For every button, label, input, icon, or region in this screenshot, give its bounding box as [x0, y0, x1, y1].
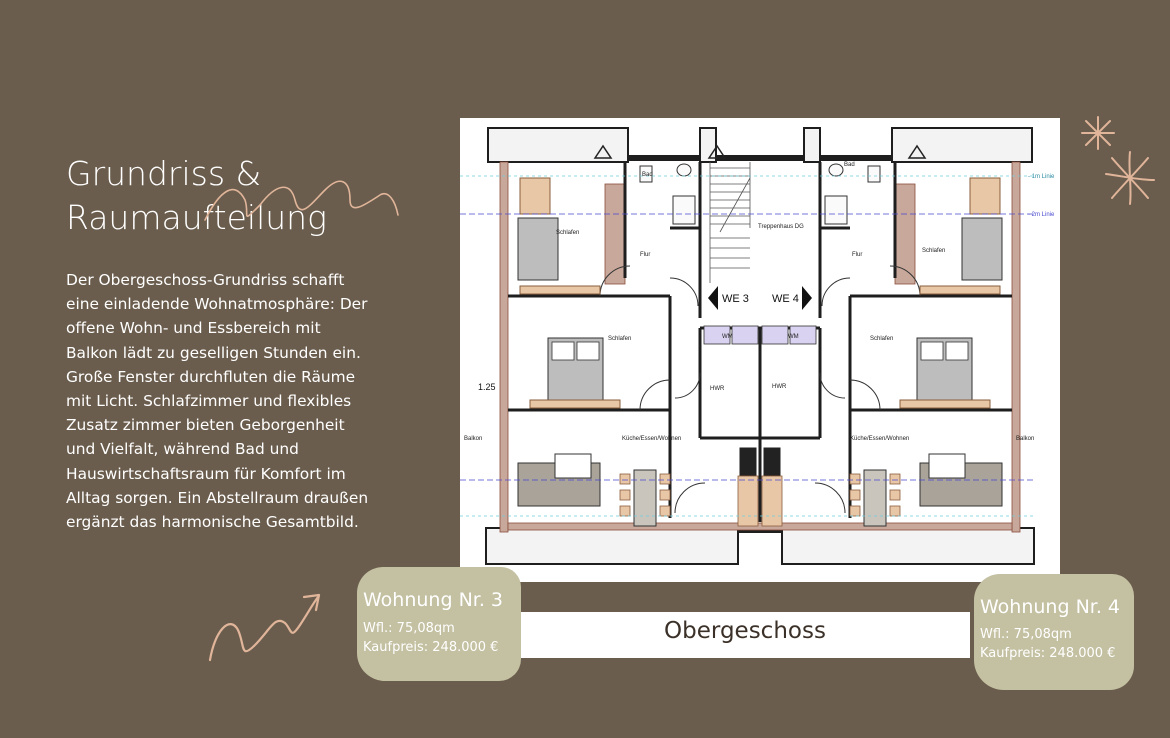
line-label: - 2m Linie	[1028, 212, 1055, 218]
page-title: Grundriss & Raumaufteilung	[66, 152, 327, 240]
line-label: - 1m Linie	[1028, 174, 1055, 180]
room-label: HWR	[710, 386, 725, 392]
description-text: Der Obergeschoss-Grundriss schafft eine …	[66, 271, 369, 532]
unit-price: Kaufpreis: 248.000 €	[363, 640, 499, 655]
room-label: Bad	[844, 162, 855, 168]
decorative-arrow	[208, 593, 321, 662]
unit-label-we4: WE 4	[772, 293, 799, 305]
room-label: HWR	[772, 384, 787, 390]
unit-name: Wohnung Nr. 4	[980, 596, 1121, 618]
room-label: WM	[722, 334, 733, 340]
sparkle-star-icon-small	[1081, 116, 1115, 150]
unit-card-3: Wohnung Nr. 3 Wfl.: 75,08qm Kaufpreis: 2…	[357, 567, 521, 681]
room-label: WM	[788, 334, 799, 340]
floor-label: Obergeschoss	[664, 618, 826, 644]
room-label: Flur	[852, 252, 862, 258]
floor-plan: Bad Bad Schlafen Schlafen Flur Flur Trep…	[460, 118, 1060, 582]
room-label: Schlafen	[608, 336, 631, 342]
room-label: Flur	[640, 252, 650, 258]
room-label: Schlafen	[556, 230, 579, 236]
room-label: Schlafen	[870, 336, 893, 342]
unit-card-4: Wohnung Nr. 4 Wfl.: 75,08qm Kaufpreis: 2…	[974, 574, 1134, 690]
room-label: Küche/Essen/Wohnen	[622, 436, 681, 442]
unit-price: Kaufpreis: 248.000 €	[980, 646, 1116, 661]
dimension-label: 1.25	[478, 382, 496, 392]
room-label: Treppenhaus DG	[758, 224, 804, 230]
sparkle-star-icon-large	[1105, 151, 1155, 205]
room-label: Balkon	[464, 436, 482, 442]
unit-name: Wohnung Nr. 3	[363, 589, 504, 611]
decorative-squiggle	[204, 180, 399, 221]
room-label: Schlafen	[922, 248, 945, 254]
unit-area: Wfl.: 75,08qm	[363, 621, 455, 636]
room-label: Balkon	[1016, 436, 1034, 442]
title-line-2: Raumaufteilung	[66, 198, 327, 237]
unit-area: Wfl.: 75,08qm	[980, 627, 1072, 642]
floor-label-band: Obergeschoss	[520, 612, 970, 658]
room-label: Küche/Essen/Wohnen	[850, 436, 909, 442]
title-line-1: Grundriss &	[66, 154, 262, 193]
unit-label-we3: WE 3	[722, 293, 749, 305]
room-label: Bad	[642, 172, 653, 178]
